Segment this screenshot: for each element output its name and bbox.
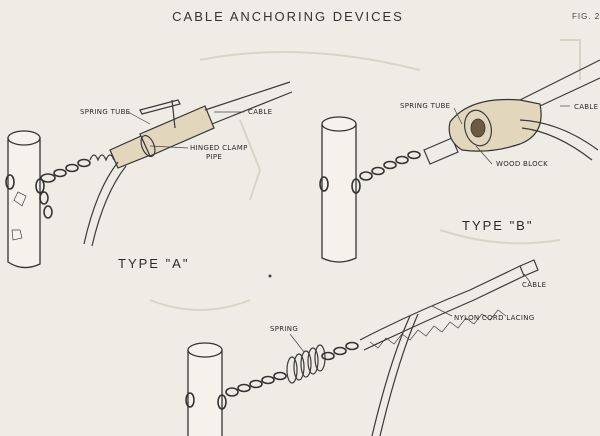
type-a-post-top bbox=[7, 130, 41, 146]
type-c-grip-top bbox=[359, 265, 521, 341]
type-b-cable-top bbox=[519, 59, 600, 101]
type-a-post bbox=[7, 137, 41, 269]
type-c-chain bbox=[185, 341, 359, 410]
type-b-caption: TYPE "B" bbox=[462, 218, 533, 233]
type-a-label-cable: CABLE bbox=[248, 108, 272, 116]
stray-mark bbox=[268, 274, 272, 278]
type-a-label-spring-tube: SPRING TUBE bbox=[80, 108, 130, 116]
type-a-caption: TYPE "A" bbox=[118, 256, 189, 271]
type-a-lever bbox=[139, 99, 181, 115]
figure-number: FIG. 2 bbox=[572, 12, 600, 21]
type-a-illustration bbox=[5, 81, 293, 269]
type-a-clamp-pipe bbox=[139, 105, 215, 157]
type-c-post-top bbox=[187, 342, 223, 358]
type-c-label-cable: CABLE bbox=[522, 281, 546, 289]
type-a-post-mark bbox=[13, 191, 27, 207]
type-c-label-nylon-cord-lacing: NYLON CORD LACING bbox=[454, 314, 534, 322]
type-a-cable-hang bbox=[83, 161, 119, 245]
type-c-label-spring: SPRING bbox=[270, 325, 298, 333]
type-c-leaders bbox=[289, 273, 531, 353]
type-b-leaders bbox=[453, 105, 570, 165]
page-title: CABLE ANCHORING DEVICES bbox=[172, 9, 404, 24]
type-c-illustration bbox=[185, 259, 539, 436]
type-a-chain bbox=[5, 158, 91, 219]
bleed-through-marks bbox=[149, 39, 581, 311]
type-a-spring bbox=[89, 154, 115, 162]
type-c-cable-end bbox=[519, 259, 539, 277]
type-c-spring bbox=[286, 344, 326, 384]
type-c-cable-hang bbox=[371, 315, 411, 436]
type-b-block-end bbox=[464, 109, 492, 147]
type-b-wood-block bbox=[448, 98, 542, 152]
type-a-label-pipe: PIPE bbox=[206, 153, 222, 161]
type-b-illustration bbox=[319, 59, 600, 263]
type-c-post bbox=[187, 349, 223, 436]
type-a-leaders bbox=[127, 111, 244, 149]
type-b-post bbox=[321, 123, 357, 263]
type-b-spring-tube bbox=[423, 137, 459, 165]
type-b-label-wood-block: WOOD BLOCK bbox=[496, 160, 548, 168]
type-a-cable-top bbox=[204, 81, 291, 111]
type-a-label-hinged-clamp: HINGED CLAMP bbox=[190, 144, 248, 152]
type-b-chain bbox=[319, 150, 421, 194]
type-c-lacing bbox=[369, 309, 507, 349]
type-b-cable-hang bbox=[519, 119, 599, 151]
type-b-label-cable: CABLE bbox=[574, 103, 598, 111]
type-b-label-spring-tube: SPRING TUBE bbox=[400, 102, 450, 110]
type-b-post-top bbox=[321, 116, 357, 132]
